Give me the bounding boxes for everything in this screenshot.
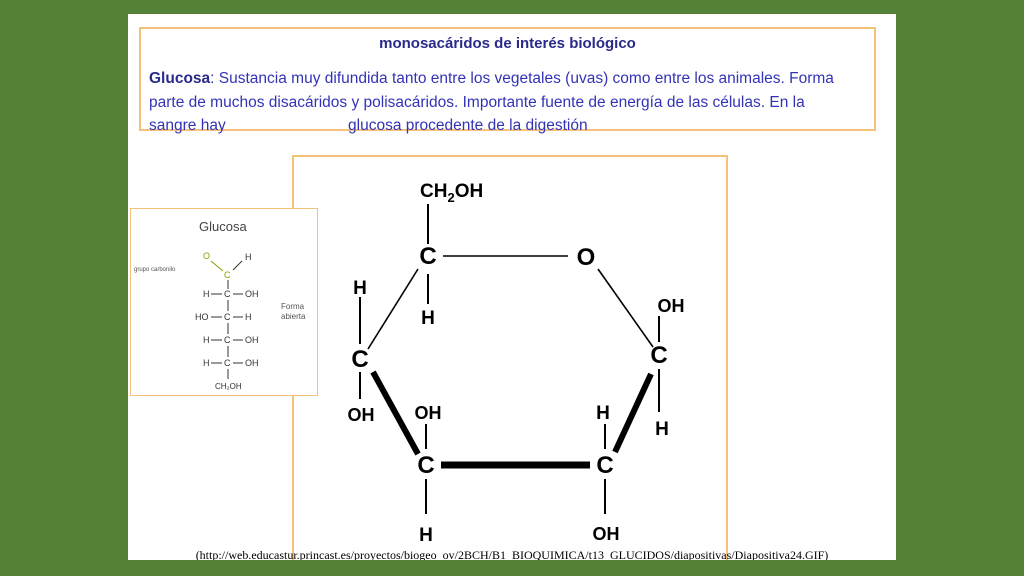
bond-c4-c3: [370, 370, 421, 456]
row2-carbon: C: [224, 312, 231, 322]
slide: monosacáridos de interés biológico Gluco…: [128, 14, 896, 560]
hydrogen-c2: H: [596, 403, 610, 424]
bond-c5-c4: [367, 268, 419, 350]
ch2oh-open: CH₂OH: [215, 382, 242, 391]
carbonyl-label: grupo carbonilo: [134, 267, 176, 273]
row4-carbon: C: [224, 358, 231, 368]
carbonyl-oxygen: O: [203, 251, 210, 261]
glucose-ring-diagram: CH2OH C H O H C OH OH C H H C OH OH C H: [348, 181, 685, 546]
hydrogen-c4: H: [353, 278, 367, 299]
ch2oh-label: CH2OH: [420, 181, 483, 205]
carbonyl-carbon: C: [224, 270, 231, 280]
row2-left: HO: [195, 312, 209, 322]
hydroxyl-c1: OH: [658, 296, 685, 316]
hydrogen-c1: H: [655, 419, 669, 440]
description-tail: glucosa procedente de la digestión: [348, 117, 588, 134]
bond-c2-c1: [612, 372, 654, 454]
hydrogen-c5: H: [421, 308, 435, 329]
description-text: : Sustancia muy difundida tanto entre lo…: [149, 70, 834, 134]
ring-oxygen: O: [577, 244, 596, 271]
row1-left: H: [203, 289, 210, 299]
carbon-5: C: [419, 243, 436, 270]
aldehyde-hydrogen: H: [245, 252, 252, 262]
hydroxyl-c4: OH: [348, 405, 375, 425]
hydroxyl-c2: OH: [593, 524, 620, 544]
row1-right: OH: [245, 289, 259, 299]
row3-carbon: C: [224, 335, 231, 345]
carbon-4: C: [351, 346, 368, 373]
row4-left: H: [203, 358, 210, 368]
row1-carbon: C: [224, 289, 231, 299]
source-citation: (http://web.educastur.princast.es/proyec…: [195, 548, 829, 560]
aldehyde-bond: [232, 260, 243, 271]
carbonyl-double-bond: [210, 260, 224, 272]
carbon-3: C: [417, 452, 434, 479]
header-box: monosacáridos de interés biológico Gluco…: [139, 27, 876, 134]
row3-left: H: [203, 335, 210, 345]
open-chain-diagram: Glucosa grupo carbonilo O H C H C OH HO …: [134, 219, 306, 391]
glucose-term: Glucosa: [149, 70, 211, 87]
row2-right: H: [245, 312, 252, 322]
row4-right: OH: [245, 358, 259, 368]
open-chain-box: Glucosa grupo carbonilo O H C H C OH HO …: [130, 208, 318, 396]
header-description: Glucosa: Sustancia muy difundida tanto e…: [149, 67, 856, 138]
open-chain-title: Glucosa: [199, 219, 247, 234]
hydroxyl-c3: OH: [415, 403, 442, 423]
form-label-1: Forma: [281, 302, 305, 311]
row3-right: OH: [245, 335, 259, 345]
bond-o-c1: [597, 268, 654, 348]
carbon-1: C: [650, 342, 667, 369]
form-label-2: abierta: [281, 312, 306, 321]
carbon-2: C: [596, 452, 613, 479]
hydrogen-c3: H: [419, 525, 433, 546]
ring-bonds: [359, 204, 660, 514]
header-title: monosacáridos de interés biológico: [379, 35, 636, 52]
